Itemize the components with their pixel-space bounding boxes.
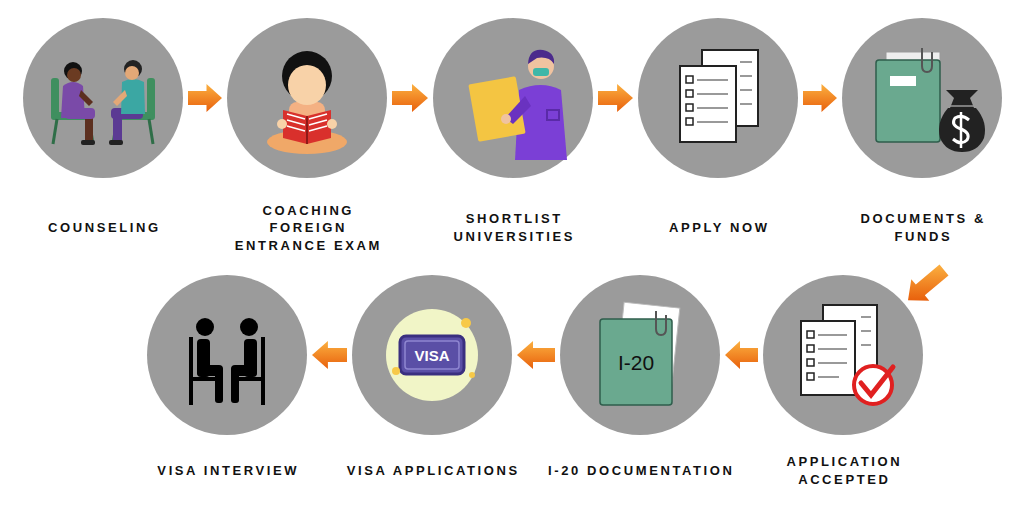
step-label: VISA APPLICATIONS <box>344 462 520 480</box>
flow-arrow <box>392 84 428 112</box>
step-circle: I-20 <box>560 275 720 435</box>
flow-arrow <box>312 341 347 369</box>
step-node: COUNSELING <box>8 18 198 268</box>
step-node: VISA INTERVIEW <box>132 275 322 502</box>
flow-arrow <box>517 341 555 369</box>
label-area: SHORTLIST UNIVERSITIES <box>418 188 608 268</box>
step-label: I-20 DOCUMENTATION <box>545 462 734 480</box>
step-node: DOCUMENTS & FUNDS <box>827 18 1017 268</box>
step-label: VISA INTERVIEW <box>155 462 299 480</box>
step-node: I-20I-20 DOCUMENTATION <box>545 275 735 502</box>
counseling-illustration <box>23 18 183 178</box>
person-with-folder-illustration <box>433 18 593 178</box>
student-reading-illustration <box>227 18 387 178</box>
accepted-forms-illustration <box>763 275 923 435</box>
step-circle <box>23 18 183 178</box>
step-label: APPLICATION ACCEPTED <box>748 453 938 488</box>
step-node: VISA VISA APPLICATIONS <box>337 275 527 502</box>
illustration-text: VISA <box>414 347 449 364</box>
illustration-text: I-20 <box>618 351 654 375</box>
label-area: I-20 DOCUMENTATION <box>545 440 735 502</box>
label-area: VISA APPLICATIONS <box>337 440 527 502</box>
label-area: DOCUMENTS & FUNDS <box>827 188 1017 268</box>
step-circle: VISA <box>352 275 512 435</box>
label-area: COACHING FOREIGN ENTRANCE EXAM <box>219 188 395 268</box>
step-circle <box>227 18 387 178</box>
label-area: VISA INTERVIEW <box>132 440 322 502</box>
step-label: DOCUMENTS & FUNDS <box>827 210 1017 245</box>
label-area: COUNSELING <box>8 188 198 268</box>
step-circle <box>433 18 593 178</box>
step-label: SHORTLIST UNIVERSITIES <box>418 210 608 245</box>
application-forms-illustration <box>638 18 798 178</box>
label-area: APPLY NOW <box>623 188 813 268</box>
flow-arrow <box>598 84 633 112</box>
step-label: COACHING FOREIGN ENTRANCE EXAM <box>219 202 395 255</box>
step-circle <box>763 275 923 435</box>
step-circle <box>842 18 1002 178</box>
folder-and-money-bag-illustration <box>842 18 1002 178</box>
flow-arrow <box>908 265 949 301</box>
flow-arrow <box>803 84 837 112</box>
step-node: SHORTLIST UNIVERSITIES <box>418 18 608 268</box>
step-node: APPLICATION ACCEPTED <box>748 275 938 502</box>
step-circle <box>638 18 798 178</box>
step-node: APPLY NOW <box>623 18 813 268</box>
label-area: APPLICATION ACCEPTED <box>748 440 938 502</box>
interview-silhouettes-illustration <box>147 275 307 435</box>
flow-arrow <box>188 84 222 112</box>
step-label: COUNSELING <box>45 219 160 237</box>
step-circle <box>147 275 307 435</box>
step-label: APPLY NOW <box>666 219 769 237</box>
flow-arrow <box>725 341 758 369</box>
step-node: COACHING FOREIGN ENTRANCE EXAM <box>219 18 395 268</box>
